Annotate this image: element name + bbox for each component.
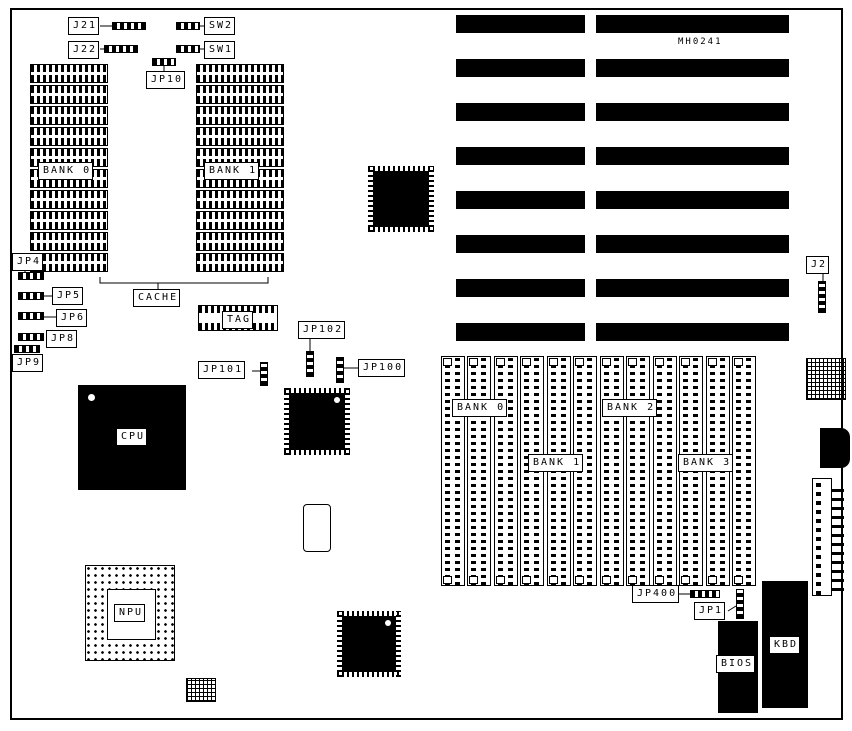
sram-chip xyxy=(196,85,284,104)
board-part-number: MH0241 xyxy=(678,37,723,47)
simm-socket xyxy=(441,356,465,586)
sram-chip xyxy=(196,190,284,209)
jumper-jp6 xyxy=(18,312,44,320)
label-jp102: JP102 xyxy=(298,321,346,339)
simm-socket xyxy=(600,356,624,586)
jumper-jp100 xyxy=(336,357,344,383)
qfp-chip-3 xyxy=(337,611,401,677)
qfp-chip-1 xyxy=(368,166,434,232)
isa-slot-bar xyxy=(596,191,789,209)
label-simm-bank3: BANK 3 xyxy=(678,454,734,472)
simm-socket xyxy=(467,356,491,586)
isa-slot-bar xyxy=(456,103,585,121)
qfp-chip-2 xyxy=(284,388,350,455)
isa-slot-bar xyxy=(456,235,585,253)
sram-chip xyxy=(30,190,108,209)
simm-socket xyxy=(626,356,650,586)
label-cache-bank0: BANK 0 xyxy=(38,162,94,180)
isa-slot-bar xyxy=(596,15,789,33)
isa-slot-bar xyxy=(596,103,789,121)
label-jp4: JP4 xyxy=(12,253,44,271)
sram-chip xyxy=(30,64,108,83)
jumper-jp101 xyxy=(260,362,268,386)
isa-slot-bar xyxy=(596,59,789,77)
label-kbd: KBD xyxy=(769,636,801,654)
isa-slot-bar xyxy=(596,235,789,253)
label-simm-bank1: BANK 1 xyxy=(528,454,584,472)
label-j2: J2 xyxy=(806,256,830,274)
label-jp6: JP6 xyxy=(56,309,88,327)
isa-slot-bar xyxy=(456,323,585,341)
label-jp100: JP100 xyxy=(358,359,406,377)
jumper-sw2 xyxy=(176,22,200,30)
label-sw2: SW2 xyxy=(204,17,236,35)
label-j22: J22 xyxy=(68,41,100,59)
jumper-sw1 xyxy=(176,45,200,53)
jumper-j2 xyxy=(818,281,826,313)
sram-chip xyxy=(30,106,108,125)
jumper-jp400 xyxy=(690,590,720,598)
label-j21: J21 xyxy=(68,17,100,35)
sram-chip xyxy=(196,127,284,146)
isa-slot-bar xyxy=(456,147,585,165)
label-jp1: JP1 xyxy=(694,602,726,620)
label-cpu: CPU xyxy=(116,428,148,446)
isa-slot-bar xyxy=(596,147,789,165)
sram-chip xyxy=(196,106,284,125)
pin1-dot xyxy=(88,394,95,401)
jumper-j21 xyxy=(112,22,146,30)
jumper-jp9 xyxy=(14,345,40,353)
power-connector-pins xyxy=(832,483,844,591)
label-jp400: JP400 xyxy=(632,585,680,603)
simm-socket xyxy=(653,356,677,586)
isa-slot-bar xyxy=(596,323,789,341)
isa-slot-bar xyxy=(456,15,585,33)
isa-slot-bar xyxy=(456,59,585,77)
pin1-dot xyxy=(385,620,391,626)
label-npu: NPU xyxy=(114,604,146,622)
label-jp9: JP9 xyxy=(12,354,44,372)
sram-chip xyxy=(30,232,108,251)
label-simm-bank0: BANK 0 xyxy=(452,399,508,417)
sram-chip xyxy=(196,64,284,83)
label-sw1: SW1 xyxy=(204,41,236,59)
jumper-j22 xyxy=(104,45,138,53)
sram-chip xyxy=(196,211,284,230)
label-cache-bank1: BANK 1 xyxy=(204,162,260,180)
jumper-jp8 xyxy=(18,333,44,341)
label-tag: TAG xyxy=(222,311,254,329)
jumper-jp102 xyxy=(306,351,314,377)
pin1-dot xyxy=(334,397,340,403)
label-jp5: JP5 xyxy=(52,287,84,305)
jumper-jp1 xyxy=(736,589,744,619)
label-bios: BIOS xyxy=(716,655,756,673)
label-jp101: JP101 xyxy=(198,361,246,379)
small-chip xyxy=(186,678,216,702)
qfp-body xyxy=(373,171,429,227)
jumper-jp4 xyxy=(18,272,44,280)
sram-chip xyxy=(196,253,284,272)
label-cache: CACHE xyxy=(133,289,181,307)
isa-slot-bar xyxy=(456,191,585,209)
sram-chip xyxy=(30,85,108,104)
sram-chip xyxy=(30,211,108,230)
sram-chip xyxy=(30,127,108,146)
jumper-jp10 xyxy=(152,58,176,66)
keyboard-din-connector xyxy=(820,428,850,468)
label-jp8: JP8 xyxy=(46,330,78,348)
sram-chip xyxy=(196,232,284,251)
simm-socket xyxy=(732,356,756,586)
label-jp10: JP10 xyxy=(146,71,186,89)
simm-socket xyxy=(494,356,518,586)
jumper-jp5 xyxy=(18,292,44,300)
label-simm-bank2: BANK 2 xyxy=(602,399,658,417)
crystal-oscillator xyxy=(303,504,331,552)
power-connector xyxy=(812,478,832,596)
isa-slot-bar xyxy=(596,279,789,297)
small-chip xyxy=(806,358,846,400)
isa-slot-bar xyxy=(456,279,585,297)
